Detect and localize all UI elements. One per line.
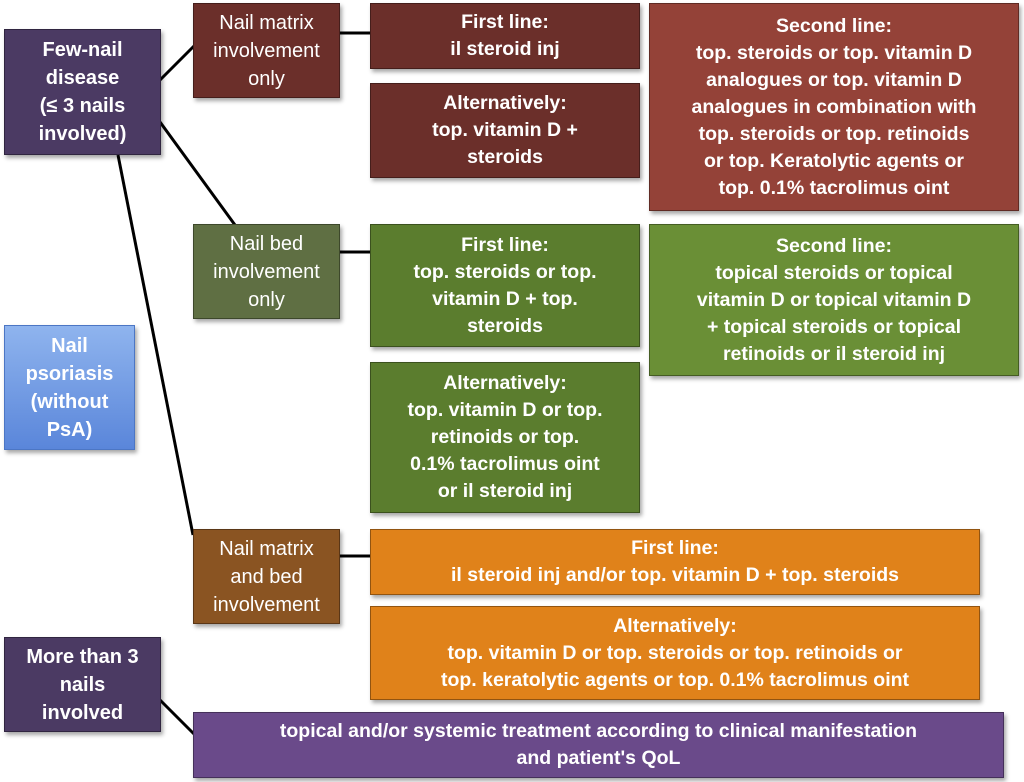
few-nail-line: disease (45, 67, 120, 89)
first-line-text: il steroid inj (450, 38, 560, 60)
first-line-text: steroids (467, 314, 543, 337)
matrix-bed-label-line: involvement (213, 593, 320, 616)
matrix-label-line: only (248, 67, 285, 90)
first-line-title: First line: (461, 233, 549, 256)
systemic-text: and patient's QoL (516, 747, 681, 769)
second-line-text: top. steroids or top. retinoids (698, 122, 970, 145)
second-line-text: or top. Keratolytic agents or (703, 149, 965, 172)
systemic-text: topical and/or systemic treatment accord… (279, 720, 918, 742)
root-line: PsA) (46, 418, 93, 441)
more-line: More than 3 (26, 645, 139, 668)
second-line-title: Second line: (776, 14, 892, 37)
second-line-title: Second line: (776, 234, 892, 257)
more-line: involved (41, 701, 124, 724)
nail-matrix-and-bed-box: Nail matrix and bed involvement (193, 529, 340, 624)
matrix-alternative-box: Alternatively: top. vitamin D + steroids (370, 83, 640, 178)
second-line-text: vitamin D or topical vitamin D (696, 288, 972, 311)
alternative-text: steroids (467, 146, 543, 168)
root-line: Nail (51, 334, 88, 357)
more-line: nails (59, 673, 106, 696)
alternative-text: 0.1% tacrolimus oint (410, 453, 600, 475)
second-line-text: analogues in combination with (691, 95, 977, 118)
few-nail-disease-box: Few-nail disease (≤ 3 nails involved) (4, 29, 161, 155)
alternative-text: top. vitamin D + (432, 119, 578, 141)
matrix-bed-label-line: and bed (230, 565, 303, 588)
bed-label-line: only (248, 288, 285, 311)
alternative-text: top. vitamin D or top. (407, 399, 603, 421)
few-nail-line: (≤ 3 nails (39, 95, 126, 117)
bed-second-line-box: Second line: topical steroids or topical… (649, 224, 1019, 376)
alternative-title: Alternatively: (443, 372, 567, 394)
second-line-text: + topical steroids or topical (706, 315, 962, 338)
bed-first-line-box: First line: top. steroids or top. vitami… (370, 224, 640, 347)
matrix-second-line-box: Second line: top. steroids or top. vitam… (649, 3, 1019, 211)
few-nail-line: involved) (38, 123, 127, 145)
bed-label-line: Nail bed (229, 232, 304, 255)
second-line-text: top. 0.1% tacrolimus oint (718, 176, 950, 199)
nail-matrix-only-box: Nail matrix involvement only (193, 3, 340, 98)
first-line-text: vitamin D + top. (432, 287, 578, 310)
second-line-text: topical steroids or topical (715, 261, 953, 284)
first-line-text: top. steroids or top. (413, 260, 597, 283)
few-nail-line: Few-nail (42, 39, 123, 61)
connector-few-to-matrix-bed (116, 154, 195, 536)
connector-few-to-matrix (158, 43, 197, 82)
alternative-text: retinoids or top. (430, 426, 580, 448)
bed-label-line: involvement (213, 260, 320, 283)
alternative-text: top. vitamin D or top. steroids or top. … (447, 641, 903, 664)
nail-psoriasis-root-box: Nail psoriasis (without PsA) (4, 325, 135, 450)
first-line-title: First line: (631, 537, 719, 559)
second-line-text: retinoids or il steroid inj (722, 342, 946, 365)
nail-bed-only-box: Nail bed involvement only (193, 224, 340, 319)
alternative-title: Alternatively: (613, 614, 737, 637)
bed-alternative-box: Alternatively: top. vitamin D or top. re… (370, 362, 640, 513)
root-line: psoriasis (25, 362, 114, 385)
matrix-first-line-box: First line: il steroid inj (370, 3, 640, 69)
first-line-title: First line: (461, 11, 549, 33)
second-line-text: analogues or top. vitamin D (706, 68, 962, 91)
more-than-3-nails-box: More than 3 nails involved (4, 637, 161, 732)
connector-more-to-systemic (158, 698, 197, 737)
systemic-treatment-box: topical and/or systemic treatment accord… (193, 712, 1004, 778)
root-line: (without (30, 390, 109, 413)
matrix-bed-alternative-box: Alternatively: top. vitamin D or top. st… (370, 606, 980, 700)
second-line-text: top. steroids or top. vitamin D (695, 41, 973, 64)
matrix-bed-first-line-box: First line: il steroid inj and/or top. v… (370, 529, 980, 595)
first-line-text: il steroid inj and/or top. vitamin D + t… (450, 564, 899, 586)
alternative-text: top. keratolytic agents or top. 0.1% tac… (440, 668, 910, 691)
connector-few-to-bed (158, 121, 237, 226)
matrix-label-line: Nail matrix (219, 11, 314, 34)
matrix-label-line: involvement (213, 39, 320, 62)
alternative-text: or il steroid inj (437, 480, 573, 502)
alternative-title: Alternatively: (443, 92, 567, 114)
matrix-bed-label-line: Nail matrix (219, 537, 314, 560)
